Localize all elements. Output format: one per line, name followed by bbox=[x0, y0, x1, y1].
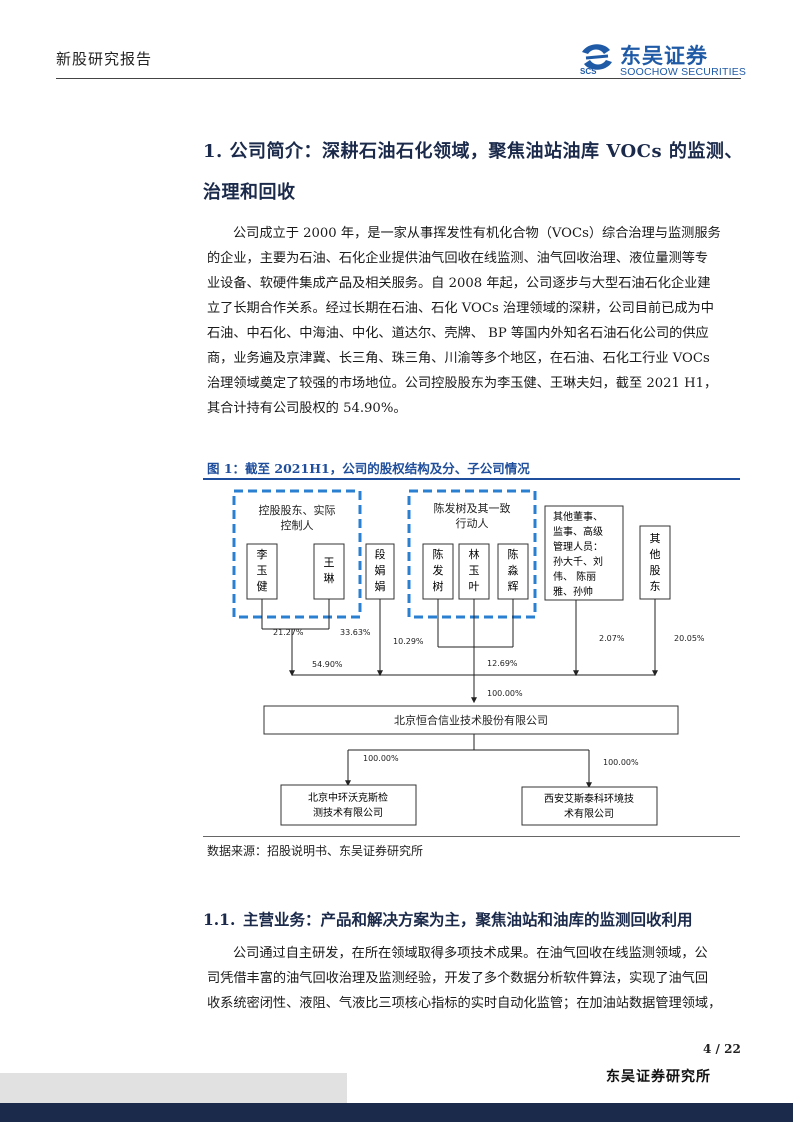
person-li-char3: 健 bbox=[257, 580, 268, 593]
paragraph-line: 治理领域奠定了较强的市场地位。公司控股股东为李玉健、王琳夫妇，截至 2021 H… bbox=[207, 376, 718, 391]
pct-chen-group: 12.69% bbox=[487, 659, 518, 668]
person-chenmh-char2: 淼 bbox=[508, 563, 519, 577]
person-duan-char3: 娟 bbox=[375, 579, 386, 593]
others-char4: 东 bbox=[650, 580, 661, 593]
brand-name-en: SOOCHOW SECURITIES bbox=[620, 66, 747, 78]
management-line1: 其他董事、 bbox=[553, 510, 603, 523]
pct-sub1: 100.00% bbox=[363, 754, 399, 763]
pct-wang: 33.63% bbox=[340, 628, 371, 637]
pct-duan: 10.29% bbox=[393, 637, 424, 646]
pct-parent-total: 100.00% bbox=[487, 689, 523, 698]
page-number: 4 / 22 bbox=[703, 1042, 741, 1056]
person-box-wang-lin bbox=[313, 543, 345, 600]
subsidiary1-box bbox=[280, 784, 417, 826]
person-box-chen-fashu bbox=[422, 543, 454, 600]
chen-group-box bbox=[407, 489, 537, 619]
management-line4: 孙大千、刘 bbox=[553, 555, 603, 568]
person-wang-char2: 琳 bbox=[324, 571, 335, 585]
section1-paragraph: 公司成立于 2000 年，是一家从事挥发性有机化合物（VOCs）综合治理与监测服… bbox=[207, 221, 743, 421]
footer-blue-bar bbox=[0, 1103, 793, 1122]
company-box bbox=[263, 705, 679, 735]
person-li-char1: 李 bbox=[257, 547, 268, 561]
person-chenfs-char2: 发 bbox=[433, 563, 444, 577]
paragraph-line: 公司通过自主研发，在所在领域取得多项技术成果。在油气回收在线监测领域，公 bbox=[233, 946, 708, 961]
subsidiary2-line1: 西安艾斯泰科环境技 bbox=[544, 792, 634, 805]
pct-others: 20.05% bbox=[674, 634, 705, 643]
group1-label-line1: 控股股东、实际 bbox=[259, 503, 336, 517]
paragraph-line: 石油、中石化、中海油、中化、道达尔、壳牌、 BP 等国内外知名石油石化公司的供应 bbox=[207, 326, 709, 341]
pct-li: 21.27% bbox=[273, 628, 304, 637]
subsidiary2-line2: 术有限公司 bbox=[564, 807, 614, 820]
report-type-label: 新股研究报告 bbox=[56, 50, 153, 68]
pct-couple-total: 54.90% bbox=[312, 660, 343, 669]
brand-abbr: SCS bbox=[580, 67, 597, 76]
header-divider bbox=[56, 78, 741, 79]
person-box-lin-yuye bbox=[458, 543, 490, 600]
figure1-title: 图 1：截至 2021H1，公司的股权结构及分、子公司情况 bbox=[207, 461, 530, 476]
footer-org-name: 东吴证券研究所 bbox=[606, 1069, 711, 1085]
paragraph-line: 其合计持有公司股权的 54.90%。 bbox=[207, 401, 407, 416]
person-duan-char2: 娟 bbox=[375, 563, 386, 577]
paragraph-line: 业设备、软硬件集成产品及相关服务。自 2008 年起，公司逐步与大型石油石化企业… bbox=[207, 276, 711, 291]
person-box-chen-miaohui bbox=[497, 543, 529, 600]
section1-1-title: 主营业务：产品和解决方案为主，聚焦油站和油库的监测回收利用 bbox=[243, 910, 693, 929]
controlling-shareholders-group bbox=[232, 489, 362, 619]
group2-label-line2: 行动人 bbox=[456, 517, 489, 530]
person-wang-char1: 王 bbox=[324, 556, 335, 569]
section1-title-line2: 治理和回收 bbox=[203, 182, 296, 203]
person-chenfs-char1: 陈 bbox=[433, 547, 444, 561]
person-lin-char1: 林 bbox=[469, 547, 480, 561]
paragraph-line: 收系统密闭性、液阻、气液比三项核心指标的实时自动化监管；在加油站数据管理领域， bbox=[207, 996, 722, 1011]
person-li-char2: 玉 bbox=[257, 564, 268, 577]
pct-management: 2.07% bbox=[599, 634, 625, 643]
footer-gray-band bbox=[0, 1073, 347, 1103]
section1-title-line1: 1. 公司简介：深耕石油石化领域，聚焦油站油库 VOCs 的监测、 bbox=[203, 141, 743, 162]
management-line3: 管理人员： bbox=[553, 540, 603, 553]
section1-1-number: 1.1. bbox=[203, 910, 236, 929]
person-duan-char1: 段 bbox=[375, 547, 386, 561]
group1-label-line2: 控制人 bbox=[281, 518, 314, 532]
company-name: 北京恒合信业技术股份有限公司 bbox=[394, 713, 548, 727]
subsidiary1-line2: 测技术有限公司 bbox=[313, 806, 383, 819]
management-line5: 伟、 陈丽 bbox=[553, 570, 596, 583]
pct-sub2: 100.00% bbox=[603, 758, 639, 767]
paragraph-line: 立了长期合作关系。经过长期在石油、石化 VOCs 治理领域的深耕，公司目前已成为… bbox=[207, 301, 714, 316]
paragraph-line: 商，业务遍及京津冀、长三角、珠三角、川渝等多个地区，在石油、石化工行业 VOCs bbox=[207, 351, 710, 366]
person-lin-char2: 玉 bbox=[469, 564, 480, 577]
paragraph-line: 的企业，主要为石油、石化企业提供油气回收在线监测、油气回收治理、液位量测等专 bbox=[207, 251, 709, 266]
soochow-logo-icon bbox=[582, 44, 612, 70]
figure1-top-rule bbox=[203, 478, 740, 480]
figure1-source: 数据来源：招股说明书、东吴证券研究所 bbox=[207, 844, 424, 858]
management-line2: 监事、高级 bbox=[553, 525, 603, 538]
person-chenfs-char3: 树 bbox=[433, 579, 444, 593]
paragraph-line: 公司成立于 2000 年，是一家从事挥发性有机化合物（VOCs）综合治理与监测服… bbox=[233, 226, 721, 241]
subsidiary2-box bbox=[521, 786, 658, 826]
section1-1-heading: 1.1. 主营业务：产品和解决方案为主，聚焦油站和油库的监测回收利用 bbox=[203, 908, 693, 930]
person-box-li-yujian bbox=[246, 543, 278, 600]
figure1-bottom-rule bbox=[203, 836, 740, 837]
other-management-box bbox=[544, 505, 624, 601]
others-char3: 股 bbox=[650, 564, 661, 577]
ownership-structure-diagram: 控股股东、实际 控制人 陈发树及其一致 行动人 李 玉 健 王 琳 段 娟 娟 … bbox=[232, 489, 705, 826]
subsidiary1-line1: 北京中环沃克斯检 bbox=[308, 791, 388, 804]
section1-1-paragraph: 公司通过自主研发，在所在领域取得多项技术成果。在油气回收在线监测领域，公 司凭借… bbox=[207, 941, 743, 1016]
brand-logo: SCS 东吴证券 SOOCHOW SECURITIES bbox=[578, 40, 748, 80]
management-line6: 雅、孙帅 bbox=[553, 585, 593, 598]
person-chenmh-char1: 陈 bbox=[508, 547, 519, 561]
person-chenmh-char3: 辉 bbox=[508, 580, 519, 593]
others-char1: 其 bbox=[650, 532, 661, 545]
paragraph-line: 司凭借丰富的油气回收治理及监测经验，开发了多个数据分析软件算法，实现了油气回 bbox=[207, 971, 709, 986]
group2-label-line1: 陈发树及其一致 bbox=[434, 501, 511, 515]
others-char2: 他 bbox=[650, 548, 661, 561]
brand-name-cn: 东吴证券 bbox=[620, 44, 708, 68]
person-lin-char3: 叶 bbox=[469, 580, 480, 593]
